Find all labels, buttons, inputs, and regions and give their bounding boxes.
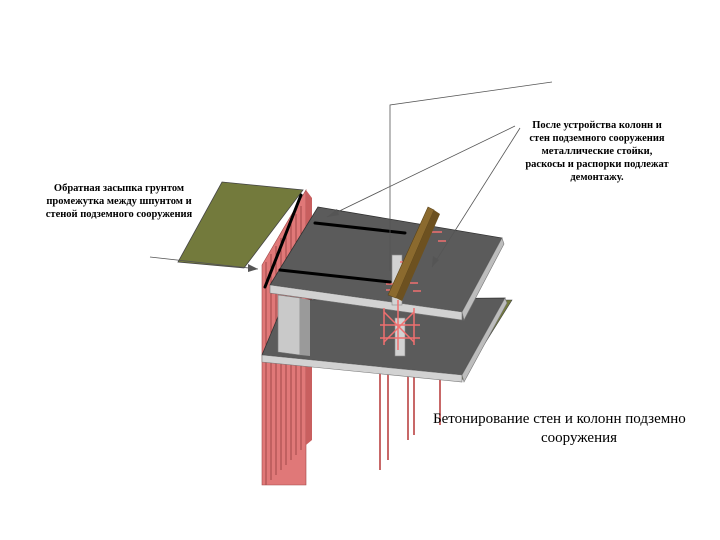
arrowhead-wall [248, 264, 258, 272]
dismantle-note: После устройства колонн и стен подземног… [525, 120, 669, 183]
column-lower [394, 317, 406, 357]
arrowhead-left-strut [327, 209, 339, 217]
soil-backfill-left [177, 181, 304, 269]
backfill-note: Обратная засыпка грунтом промежутка межд… [45, 183, 193, 220]
strut-to-wall [263, 193, 303, 289]
leader-lines [149, 81, 553, 271]
foundation-piles [379, 360, 441, 470]
foundation-wall-inner [300, 298, 310, 356]
diagram-caption: Бетонирование стен и колонн подземно соо… [433, 410, 720, 448]
caption-line-2: сооружения [541, 430, 618, 446]
arrowhead-beam [432, 256, 439, 267]
foundation-wall-left [277, 294, 301, 356]
caption-line-1: Бетонирование стен и колонн подземно [433, 411, 686, 427]
timber-beam [387, 206, 440, 301]
upper-slab [269, 206, 505, 321]
